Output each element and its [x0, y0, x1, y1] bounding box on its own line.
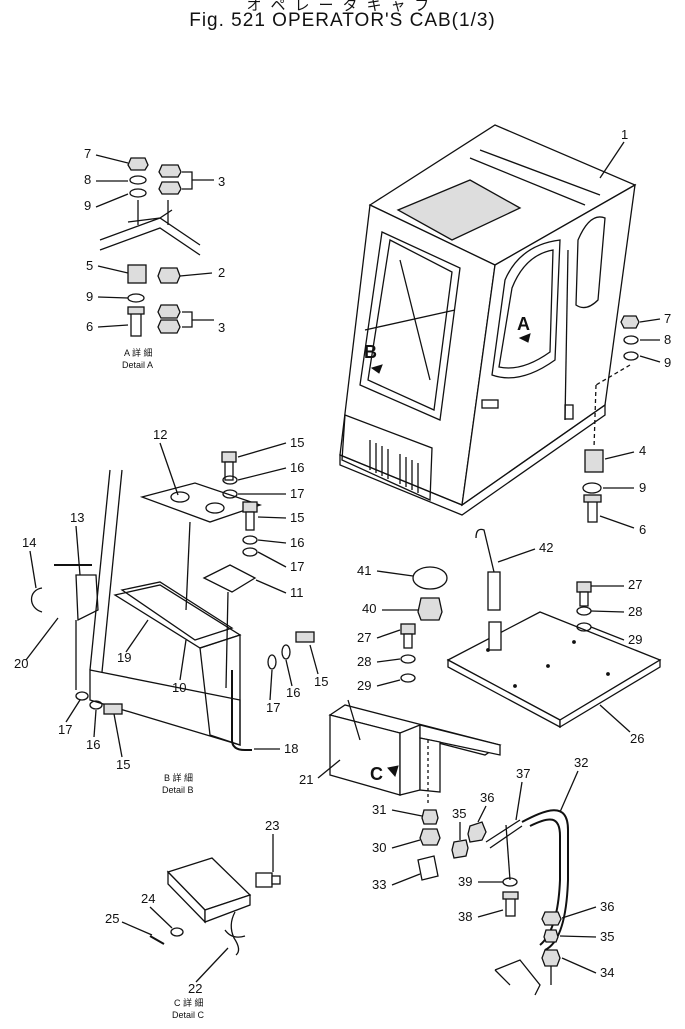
part-label-6b: 6 [639, 522, 646, 537]
part-label-8b: 8 [664, 332, 671, 347]
part-label-26: 26 [630, 731, 644, 746]
part-label-14: 14 [22, 535, 36, 550]
part-label-33: 33 [372, 877, 386, 892]
callout-c-arrow [387, 765, 399, 778]
part-label-16b: 16 [290, 535, 304, 550]
part-label-20: 20 [14, 656, 28, 671]
part-label-23: 23 [265, 818, 279, 833]
detail-c-caption-jp: C 詳 細 [174, 997, 204, 1008]
part-label-29b: 29 [357, 678, 371, 693]
part-label-17c: 17 [266, 700, 280, 715]
part-label-5: 5 [86, 258, 93, 273]
part-label-41: 41 [357, 563, 371, 578]
part-label-9b: 9 [86, 289, 93, 304]
part-label-16d: 16 [86, 737, 100, 752]
part-label-36b: 36 [600, 899, 614, 914]
part-label-37: 37 [516, 766, 530, 781]
detail-b-assembly [30, 451, 315, 751]
part-label-9: 9 [84, 198, 91, 213]
detail-a-caption-en: Detail A [122, 360, 153, 370]
part-label-7: 7 [84, 146, 91, 161]
part-label-4: 4 [639, 443, 646, 458]
part-label-29: 29 [628, 632, 642, 647]
part-label-35b: 35 [600, 929, 614, 944]
part-label-25: 25 [105, 911, 119, 926]
part-label-21: 21 [299, 772, 313, 787]
part-label-17d: 17 [58, 722, 72, 737]
part-label-31: 31 [372, 802, 386, 817]
part-label-9d: 9 [639, 480, 646, 495]
part-label-11: 11 [290, 585, 304, 600]
part-label-24: 24 [141, 891, 155, 906]
part-label-34: 34 [600, 965, 614, 980]
figure-title: Fig. 521 OPERATOR'S CAB(1/3) [189, 10, 496, 31]
part-label-39: 39 [458, 874, 472, 889]
callout-b-arrow [370, 364, 383, 374]
bracket-assembly [328, 699, 569, 996]
part-label-1: 1 [621, 127, 628, 142]
part-label-15c: 15 [314, 674, 328, 689]
part-label-28: 28 [628, 604, 642, 619]
part-label-28b: 28 [357, 654, 371, 669]
part-label-22: 22 [188, 981, 202, 996]
operator-cab [339, 124, 637, 516]
part-label-19: 19 [117, 650, 131, 665]
part-label-9c: 9 [664, 355, 671, 370]
part-label-10: 10 [172, 680, 186, 695]
detail-a-assembly [99, 157, 201, 337]
part-label-40: 40 [362, 601, 376, 616]
callout-b: B [364, 342, 377, 362]
part-label-15: 15 [290, 435, 304, 450]
figure-title-japanese: オペレータキャブ [246, 0, 439, 14]
detail-a-caption-jp: A 詳 細 [124, 347, 153, 358]
detail-b-caption-jp: B 詳 細 [164, 772, 193, 783]
floor-plate-assembly [400, 528, 662, 729]
part-label-12: 12 [153, 427, 167, 442]
cab-mount-fasteners [582, 315, 640, 523]
part-label-30: 30 [372, 840, 386, 855]
part-label-6: 6 [86, 319, 93, 334]
part-label-17b: 17 [290, 559, 304, 574]
detail-c-assembly [149, 857, 281, 956]
part-label-13: 13 [70, 510, 84, 525]
part-label-3b: 3 [218, 320, 225, 335]
part-label-7b: 7 [664, 311, 671, 326]
part-label-16: 16 [290, 460, 304, 475]
part-label-15d: 15 [116, 757, 130, 772]
detail-b-caption-en: Detail B [162, 785, 194, 795]
part-label-17: 17 [290, 486, 304, 501]
part-label-2: 2 [218, 265, 225, 280]
detail-c-caption-en: Detail C [172, 1010, 205, 1020]
part-label-35: 35 [452, 806, 466, 821]
callout-a: A [517, 314, 530, 334]
part-label-16c: 16 [286, 685, 300, 700]
part-label-27: 27 [628, 577, 642, 592]
part-label-8: 8 [84, 172, 91, 187]
part-label-38: 38 [458, 909, 472, 924]
part-label-18: 18 [284, 741, 298, 756]
callout-c: C [370, 764, 383, 784]
part-label-27b: 27 [357, 630, 371, 645]
callout-a-arrow [518, 333, 531, 343]
part-label-15b: 15 [290, 510, 304, 525]
part-label-36: 36 [480, 790, 494, 805]
part-label-42: 42 [539, 540, 553, 555]
part-label-3: 3 [218, 174, 225, 189]
part-label-32: 32 [574, 755, 588, 770]
